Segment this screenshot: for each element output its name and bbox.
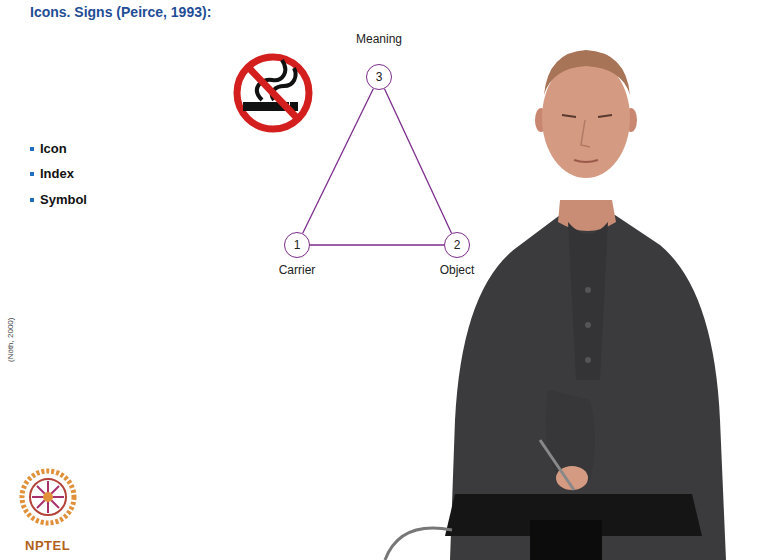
no-smoking-sign [237, 57, 309, 129]
source-note: (Nöth, 2000) [6, 318, 15, 362]
vertex-number: 2 [445, 233, 469, 257]
sign-vertex-circle: 1Carrier [284, 232, 310, 258]
triangle-side [384, 89, 451, 233]
logo-text: NPTEL [25, 538, 70, 553]
vertex-label: Object [440, 263, 475, 277]
vertex-label: Carrier [279, 263, 316, 277]
sign-vertex-circle: Meaning3 [366, 64, 392, 90]
vertex-number: 1 [285, 233, 309, 257]
triangle-side [303, 89, 374, 234]
sign-vertex-circle: 2Object [444, 232, 470, 258]
slide-title: Icons. Signs (Peirce, 1993): [30, 4, 211, 20]
vertex-label: Meaning [356, 32, 402, 46]
bullet-marker [30, 172, 34, 176]
nptel-logo [22, 471, 74, 523]
bullet-item: Index [40, 166, 74, 181]
bullet-item: Icon [40, 141, 67, 156]
bullet-marker [30, 198, 34, 202]
vertex-number: 3 [367, 65, 391, 89]
presenter-figure [450, 50, 726, 560]
bullet-item: Symbol [40, 192, 87, 207]
triangle-side [310, 244, 444, 245]
bullet-marker [30, 147, 34, 151]
tablet-stand [385, 494, 702, 560]
